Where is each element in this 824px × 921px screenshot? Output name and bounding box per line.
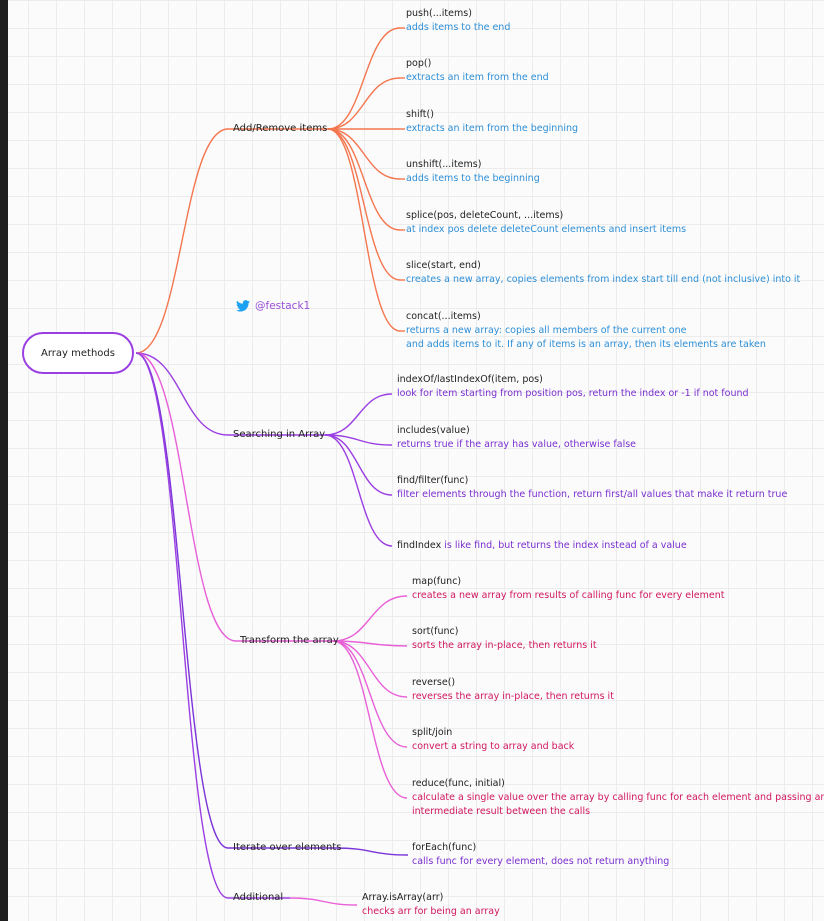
method-title: push(...items) (406, 8, 472, 19)
method-title: map(func) (412, 576, 462, 587)
edge-searching-leaf (324, 434, 393, 496)
method-title: reduce(func, initial) (412, 778, 505, 789)
method-desc: convert a string to array and back (412, 741, 575, 752)
method-desc: intermediate result between the calls (412, 806, 591, 817)
method-desc: reverses the array in-place, then return… (412, 691, 614, 702)
method-desc: returns a new array: copies all members … (406, 325, 687, 336)
method-desc: adds items to the beginning (406, 173, 540, 184)
method-find-filter[interactable]: find/filter(func) filter elements throug… (397, 474, 787, 502)
method-split-join[interactable]: split/join convert a string to array and… (412, 726, 574, 754)
method-shift[interactable]: shift() extracts an item from the beginn… (406, 108, 578, 136)
edge-add-remove-leaf (327, 128, 401, 281)
twitter-handle[interactable]: @festack1 (236, 300, 310, 312)
method-title: concat(...items) (406, 311, 481, 322)
method-desc: checks arr for being an array (362, 906, 500, 917)
method-desc: filter elements through the function, re… (397, 489, 788, 500)
method-title: reverse() (412, 677, 456, 688)
method-title: sort(func) (412, 626, 459, 637)
edge-root-transform (135, 352, 237, 642)
method-map[interactable]: map(func) creates a new array from resul… (412, 575, 724, 603)
method-includes[interactable]: includes(value) returns true if the arra… (397, 424, 636, 452)
method-reverse[interactable]: reverse() reverses the array in-place, t… (412, 676, 614, 704)
edge-add-remove-leaf (327, 128, 401, 231)
method-desc: calls func for every element, does not r… (412, 856, 670, 867)
method-title: findIndex (397, 540, 442, 551)
method-title: splice(pos, deleteCount, ...items) (406, 210, 564, 221)
method-indexof[interactable]: indexOf/lastIndexOf(item, pos) look for … (397, 373, 749, 401)
branch-transform[interactable]: Transform the array (240, 635, 339, 646)
edge-transform-leaf (332, 640, 408, 799)
edge-root-iterate (135, 352, 229, 849)
twitter-handle-text: @festack1 (255, 300, 311, 312)
branch-additional[interactable]: Additional (233, 892, 284, 903)
branch-add-remove[interactable]: Add/Remove items (233, 123, 328, 134)
method-desc: extracts an item from the end (406, 72, 549, 83)
method-desc: extracts an item from the beginning (406, 123, 579, 134)
method-findindex[interactable]: findIndex is like find, but returns the … (397, 539, 687, 553)
method-title: indexOf/lastIndexOf(item, pos) (397, 374, 543, 385)
method-slice[interactable]: slice(start, end) creates a new array, c… (406, 259, 800, 287)
method-concat[interactable]: concat(...items) returns a new array: co… (406, 310, 766, 352)
edge-add-remove-leaf (327, 77, 401, 130)
method-title: split/join (412, 727, 453, 738)
method-pop[interactable]: pop() extracts an item from the end (406, 57, 549, 85)
edge-searching-leaf (324, 434, 393, 547)
edge-additional-leaf (289, 897, 358, 906)
method-isarray[interactable]: Array.isArray(arr) checks arr for being … (362, 891, 500, 919)
method-title: includes(value) (397, 425, 470, 436)
twitter-bird-icon (236, 300, 250, 312)
branch-iterate[interactable]: Iterate over elements (233, 842, 342, 853)
edge-add-remove-leaf (327, 27, 401, 130)
edge-iterate-leaf (334, 847, 409, 856)
edge-transform-leaf (332, 640, 408, 698)
method-title: pop() (406, 58, 432, 69)
edge-searching-leaf (324, 434, 393, 446)
method-title: Array.isArray(arr) (362, 892, 444, 903)
edge-transform-leaf (332, 640, 408, 748)
root-label: Array methods (41, 347, 115, 359)
method-title: forEach(func) (412, 842, 477, 853)
method-desc: sorts the array in-place, then returns i… (412, 640, 597, 651)
root-node[interactable]: Array methods (22, 332, 134, 374)
method-desc: look for item starting from position pos… (397, 388, 749, 399)
method-foreach[interactable]: forEach(func) calls func for every eleme… (412, 841, 669, 869)
method-desc: creates a new array, copies elements fro… (406, 274, 801, 285)
window-edge (0, 0, 8, 921)
method-reduce[interactable]: reduce(func, initial) calculate a single… (412, 777, 824, 819)
method-title: find/filter(func) (397, 475, 469, 486)
edge-root-searching (135, 352, 229, 436)
edge-transform-leaf (332, 595, 408, 642)
edge-transform-leaf (332, 640, 408, 647)
method-push[interactable]: push(...items) adds items to the end (406, 7, 510, 35)
edge-searching-leaf (324, 393, 393, 436)
method-desc: adds items to the end (406, 22, 511, 33)
method-desc: is like find, but returns the index inst… (441, 540, 687, 551)
edge-add-remove-leaf (327, 128, 401, 180)
edge-root-add-remove (135, 128, 229, 354)
method-splice[interactable]: splice(pos, deleteCount, ...items) at in… (406, 209, 686, 237)
method-title: unshift(...items) (406, 159, 482, 170)
method-unshift[interactable]: unshift(...items) adds items to the begi… (406, 158, 540, 186)
method-desc: returns true if the array has value, oth… (397, 439, 637, 450)
method-desc: at index pos delete deleteCount elements… (406, 224, 687, 235)
method-title: slice(start, end) (406, 260, 481, 271)
method-desc: and adds items to it. If any of items is… (406, 339, 766, 350)
method-sort[interactable]: sort(func) sorts the array in-place, the… (412, 625, 597, 653)
method-title: shift() (406, 109, 434, 120)
edge-root-additional (135, 352, 229, 899)
method-desc: calculate a single value over the array … (412, 792, 824, 803)
method-desc: creates a new array from results of call… (412, 590, 725, 601)
edge-add-remove-leaf (327, 128, 401, 332)
branch-searching[interactable]: Searching in Array (233, 429, 326, 440)
